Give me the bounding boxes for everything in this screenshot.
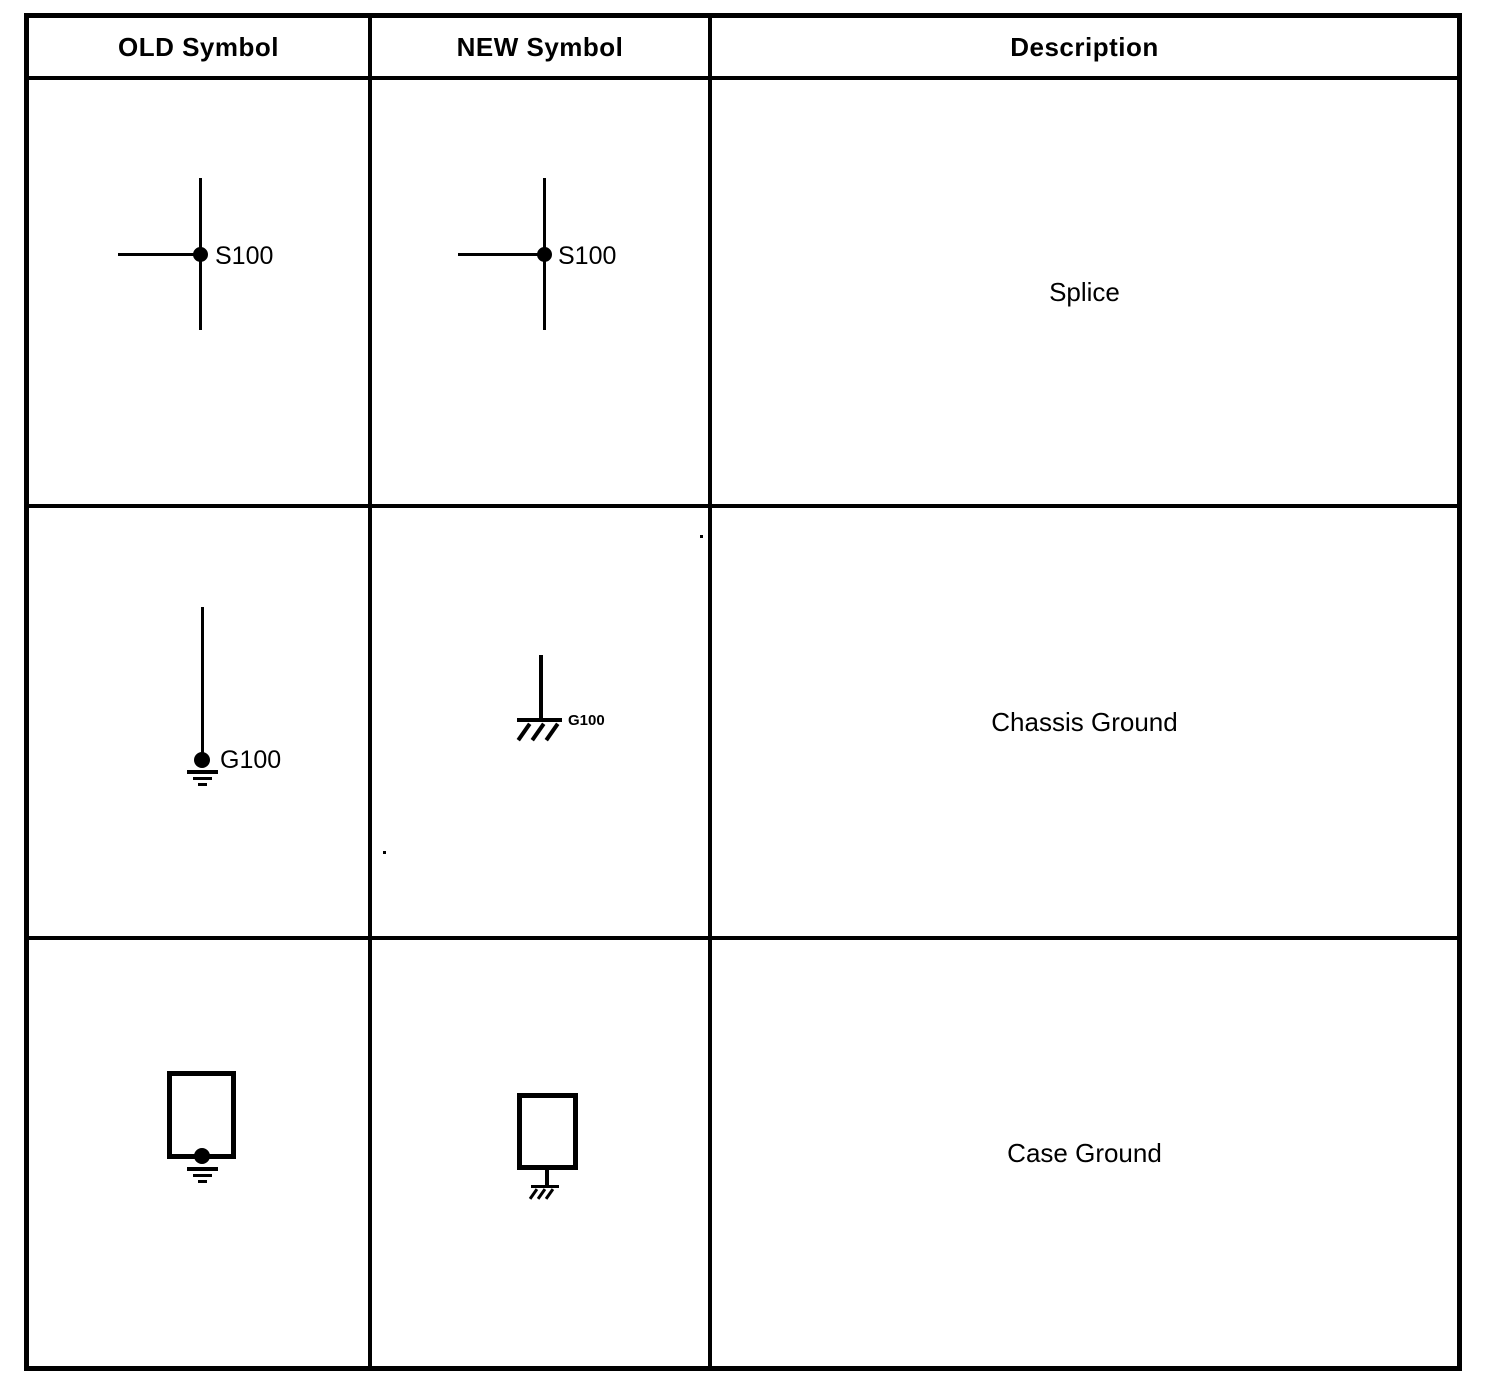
header-old-symbol: OLD Symbol	[29, 18, 372, 80]
stray-mark	[700, 535, 703, 538]
splice-dot	[537, 247, 552, 262]
ground-dot	[194, 752, 210, 768]
cell-description-case-ground: Case Ground	[712, 940, 1457, 1366]
cell-new-splice: S100	[372, 80, 712, 508]
chassis-ground-hash-3	[544, 1188, 555, 1200]
description-chassis-ground-label: Chassis Ground	[991, 706, 1178, 737]
symbol-legend-table: OLD Symbol NEW Symbol Description S100 S…	[24, 13, 1462, 1371]
cell-new-case-ground	[372, 940, 712, 1366]
earth-ground-bar-1	[187, 770, 218, 774]
chassis-ground-hash-2	[530, 722, 546, 742]
earth-ground-bar-1	[187, 1167, 218, 1171]
chassis-ground-bar	[517, 718, 562, 722]
wire-stub-line	[545, 1170, 549, 1186]
wire-horizontal-line	[118, 253, 201, 256]
earth-ground-bar-2	[193, 777, 212, 780]
ground-dot	[194, 1148, 210, 1164]
cell-old-splice: S100	[29, 80, 372, 508]
header-description: Description	[712, 18, 1457, 80]
splice-id-label: S100	[558, 242, 617, 270]
header-new-symbol-label: NEW Symbol	[456, 31, 624, 62]
ground-id-label: G100	[220, 746, 282, 774]
header-description-label: Description	[1010, 31, 1159, 62]
wire-vertical-line	[539, 655, 543, 720]
description-splice-label: Splice	[1049, 276, 1120, 307]
chassis-ground-hash-1	[516, 722, 532, 742]
cell-description-chassis-ground: Chassis Ground	[712, 508, 1457, 940]
component-case-box	[517, 1093, 578, 1170]
header-new-symbol: NEW Symbol	[372, 18, 712, 80]
description-case-ground-label: Case Ground	[1007, 1137, 1162, 1168]
wire-vertical-line	[201, 607, 204, 758]
cell-old-chassis-ground: G100	[29, 508, 372, 940]
cell-old-case-ground	[29, 940, 372, 1366]
chassis-ground-bar	[531, 1185, 559, 1188]
header-old-symbol-label: OLD Symbol	[117, 31, 279, 62]
earth-ground-bar-3	[198, 1180, 207, 1183]
chassis-ground-hash-3	[544, 722, 560, 742]
cell-new-chassis-ground: G100	[372, 508, 712, 940]
wire-horizontal-line	[458, 253, 544, 256]
cell-description-splice: Splice	[712, 80, 1457, 508]
component-case-box	[167, 1071, 236, 1159]
earth-ground-bar-3	[198, 783, 207, 786]
splice-id-label: S100	[215, 242, 274, 270]
earth-ground-bar-2	[193, 1174, 212, 1177]
splice-dot	[193, 247, 208, 262]
stray-mark	[383, 851, 386, 854]
ground-id-label: G100	[568, 712, 605, 729]
